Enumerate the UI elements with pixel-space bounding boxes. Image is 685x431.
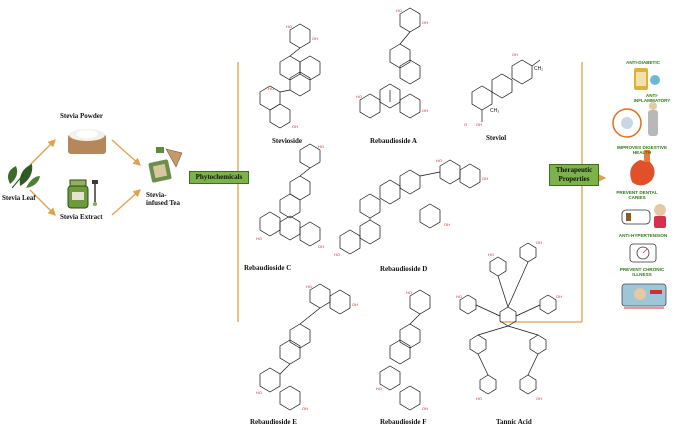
stevia-extract-image (64, 176, 104, 210)
benefit-anti-hypertension: ANTI-HYPERTENSION (618, 233, 668, 238)
svg-text:CH₂: CH₂ (534, 66, 543, 72)
chronic-illness-icon (621, 283, 667, 309)
stevia-leaf-image (2, 160, 42, 190)
svg-text:OH: OH (556, 294, 562, 299)
arrow-powder-to-tea (111, 139, 141, 166)
compound-label-rebaudioside-e: Rebaudioside E (250, 418, 297, 426)
svg-text:HO: HO (356, 94, 362, 99)
svg-text:OH: OH (422, 108, 428, 113)
stevia-tea-label: Stevia-infused Tea (146, 191, 181, 207)
benefit-anti-inflammatory: ANTI-INFLAMMATORY (633, 93, 671, 103)
svg-text:HO: HO (476, 396, 482, 401)
svg-text:OH: OH (302, 406, 308, 411)
compound-label-rebaudioside-d: Rebaudioside D (380, 265, 428, 273)
svg-text:OH: OH (422, 20, 428, 25)
compound-label-tannic-acid: Tannic Acid (496, 418, 532, 426)
compound-label-steviol: Steviol (486, 134, 507, 142)
steviol-structure (471, 59, 541, 122)
svg-text:HO: HO (268, 86, 274, 91)
stevia-extract-label: Stevia Extract (60, 213, 103, 221)
svg-text:OH: OH (536, 240, 542, 245)
svg-text:OH: OH (512, 52, 518, 57)
svg-text:OH: OH (352, 302, 358, 307)
svg-text:HO: HO (318, 144, 324, 149)
stevioside-structure (259, 23, 321, 129)
benefit-digestive-health: IMPROVES DIGESTIVE HEALTH (616, 145, 668, 155)
svg-text:OH: OH (476, 122, 482, 127)
compound-label-stevioside: Stevioside (272, 137, 302, 145)
arrow-leaf-to-powder (29, 139, 56, 166)
stevia-leaf-label: Stevia Leaf (2, 194, 36, 202)
svg-text:HO: HO (376, 386, 382, 391)
svg-text:OH: OH (312, 36, 318, 41)
dental-caries-icon (621, 204, 666, 228)
svg-text:OH: OH (292, 124, 298, 129)
benefit-dental-caries: PREVENT DENTAL CARIES (616, 190, 658, 200)
blood-pressure-icon (629, 243, 657, 263)
svg-text:OH: OH (482, 176, 488, 181)
stevia-powder-label: Stevia Powder (60, 112, 103, 120)
rebaudioside-c-structure (259, 143, 321, 247)
stevia-powder-image (66, 126, 108, 156)
svg-text:HO: HO (286, 24, 292, 29)
compound-label-rebaudioside-c: Rebaudioside C (244, 264, 292, 272)
rebaudioside-d-structure (339, 159, 481, 255)
rebaudioside-a-structure (359, 7, 421, 119)
svg-text:OH: OH (444, 222, 450, 227)
svg-text:CH₃: CH₃ (490, 108, 499, 114)
rebaudioside-e-structure (259, 283, 351, 411)
svg-text:HO: HO (396, 8, 402, 13)
therapeutic-properties-badge: Therapeutic Properties (549, 164, 599, 186)
svg-text:HO: HO (456, 294, 462, 299)
compound-label-rebaudioside-a: Rebaudioside A (370, 137, 417, 145)
svg-text:HO: HO (256, 390, 262, 395)
svg-text:HO: HO (306, 284, 312, 289)
phytochemicals-badge: Phytochemicals (189, 171, 249, 184)
stomach-icon (630, 150, 655, 186)
svg-text:HO: HO (406, 290, 412, 295)
benefit-chronic-illness: PREVENT CHRONIC ILLNESS (619, 267, 665, 277)
arrow-extract-to-tea (111, 189, 141, 216)
arrow-leaf-to-extract (29, 189, 56, 216)
svg-text:OH: OH (318, 244, 324, 249)
benefit-anti-diabetic: ANTI-DIABETIC (626, 60, 660, 65)
svg-text:HO: HO (256, 236, 262, 241)
rebaudioside-f-structure (379, 289, 431, 411)
stevia-tea-image (146, 145, 186, 185)
knee-inflammation-icon (612, 102, 658, 138)
insulin-pen-icon (634, 68, 660, 90)
svg-text:HO: HO (334, 252, 340, 257)
compound-label-rebaudioside-f: Rebaudioside F (380, 418, 427, 426)
svg-text:HO: HO (488, 252, 494, 257)
svg-text:OH: OH (422, 406, 428, 411)
svg-text:OH: OH (536, 396, 542, 401)
svg-text:HO: HO (436, 158, 442, 163)
tannic-acid-structure (459, 242, 557, 395)
svg-text:O: O (464, 122, 467, 127)
